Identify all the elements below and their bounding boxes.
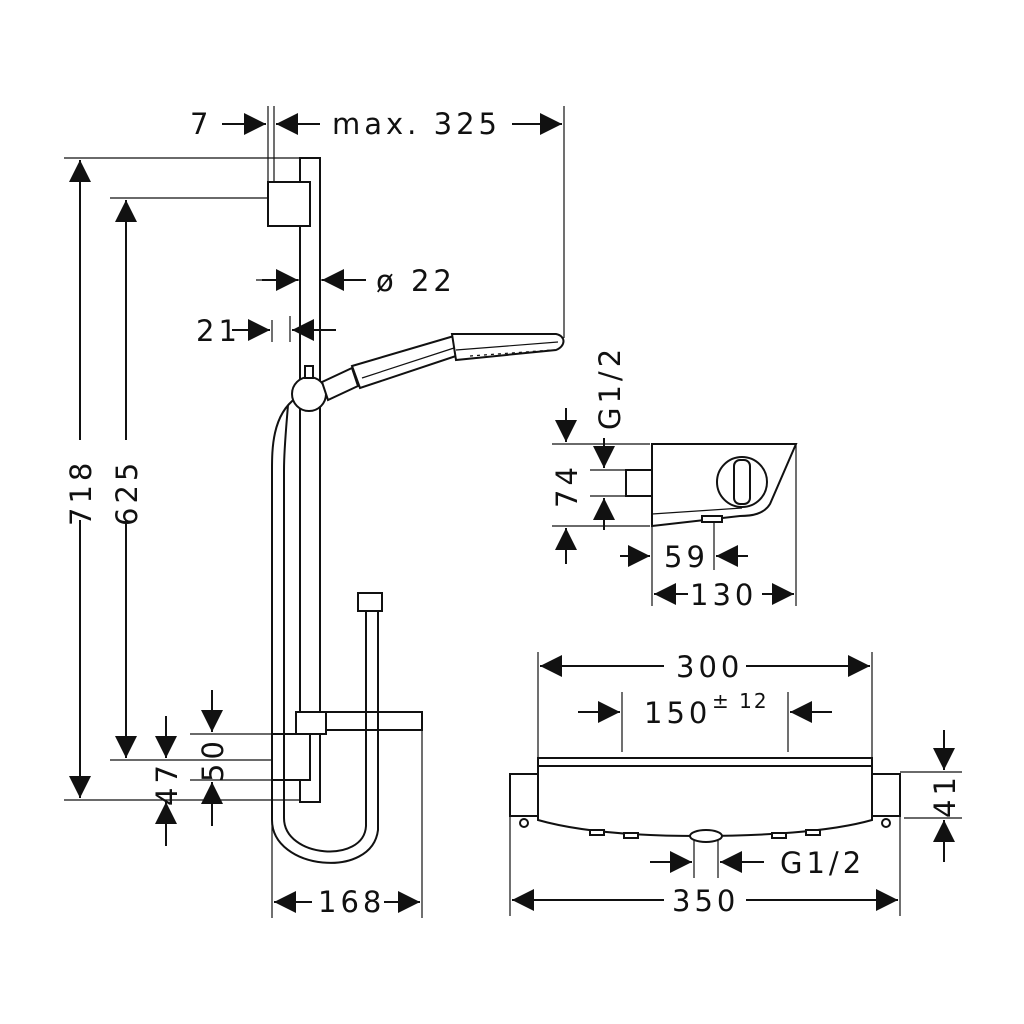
dim-width-300: 300 [676, 650, 743, 684]
dim-diameter-22: ø 22 [376, 264, 456, 298]
thermostat-front-top-shelf [537, 757, 873, 767]
dim-max-325: max. 325 [332, 107, 501, 141]
dim-depth-130: 130 [690, 578, 757, 612]
dim-height-50: 50 [196, 737, 230, 782]
thermostat-right-cap [871, 773, 901, 817]
dim-depth-59: 59 [664, 540, 709, 574]
shower-hose [271, 397, 379, 864]
thermostat-front-view: 300 150 ± 12 41 G1/2 350 [509, 650, 962, 918]
hose-connector [357, 592, 383, 612]
side-thread-label: G1/2 [593, 345, 627, 430]
slider-knob [291, 376, 327, 412]
thermostat-front-body [537, 765, 873, 838]
hand-shower [320, 333, 565, 402]
dim-height-47: 47 [150, 761, 184, 806]
rail-bar [299, 157, 321, 803]
dim-offset-7: 7 [190, 107, 212, 141]
thermostat-side-view: G1/2 74 59 130 [550, 345, 798, 612]
dim-centers-150: 150 [644, 696, 711, 730]
dim-width-168: 168 [318, 885, 385, 919]
thermostat-outlet [689, 829, 723, 843]
dim-width-21: 21 [196, 314, 241, 348]
dim-height-625: 625 [110, 459, 144, 526]
dim-height-718: 718 [64, 459, 98, 526]
shelf-clamp [295, 711, 327, 735]
shower-set-dimensions: 7 max. 325 ø 22 21 718 625 50 47 168 [64, 106, 565, 919]
shower-rail-assembly [267, 157, 565, 864]
dim-centers-tolerance: ± 12 [712, 689, 769, 713]
top-wall-bracket [267, 181, 311, 227]
dim-height-74: 74 [550, 463, 584, 508]
thermostat-left-cap [509, 773, 539, 817]
dim-height-41: 41 [928, 773, 962, 818]
front-thread-label: G1/2 [780, 846, 865, 880]
dim-width-350: 350 [672, 884, 739, 918]
bottom-wall-bracket [271, 733, 311, 781]
thermostat-side-inlet [625, 469, 653, 497]
